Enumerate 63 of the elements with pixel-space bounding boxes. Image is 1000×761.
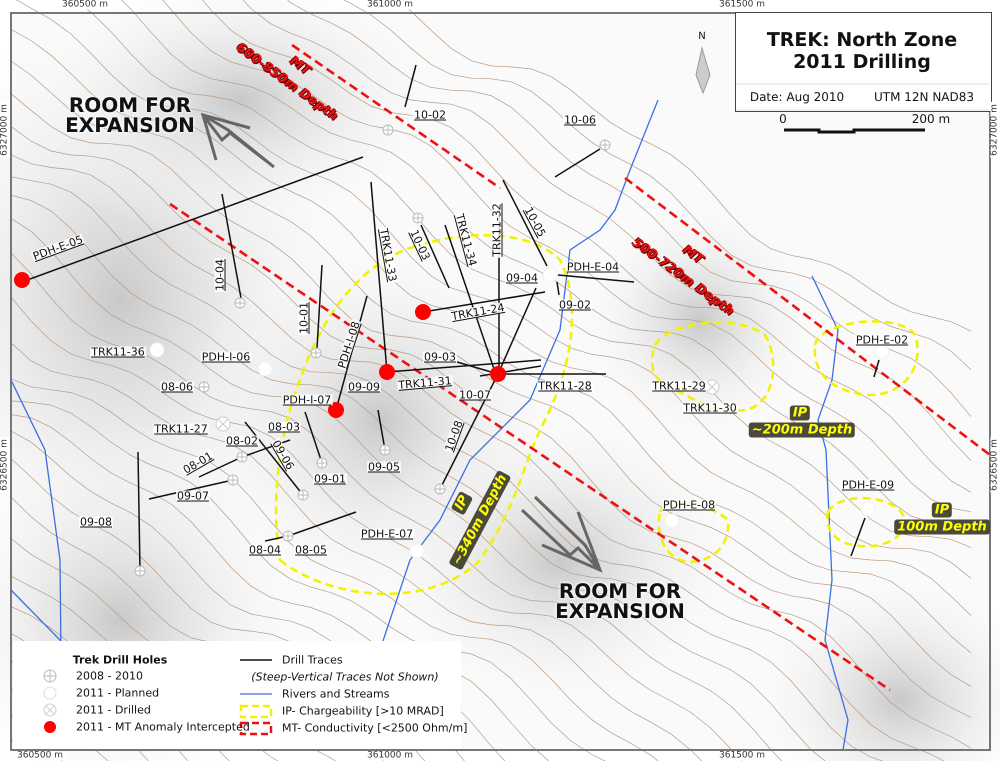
legend-text: IP- Chargeability [>10 MRAD]	[282, 704, 444, 718]
hole-label: 10-06	[563, 114, 597, 126]
hole-label: 09-08	[79, 516, 113, 528]
legend-text: Drill Traces	[282, 654, 343, 666]
zone-label: IP	[790, 406, 810, 420]
hole-label: 09-05	[367, 462, 401, 472]
legend-note: (Steep-Vertical Traces Not Shown)	[251, 672, 439, 682]
zone-label: 100m Depth	[894, 520, 990, 534]
hole-label: 08-04	[248, 544, 282, 556]
legend-text: Rivers and Streams	[282, 688, 390, 700]
expansion-label: ROOM FOR EXPANSION	[64, 95, 196, 135]
hole-label: PDH-I-07	[282, 394, 332, 406]
hole-label: TRK11-30	[682, 402, 738, 414]
legend-heading: Trek Drill Holes	[72, 654, 168, 666]
legend-text: MT- Conductivity [<2500 Ohm/m]	[282, 722, 468, 734]
hole-label: TRK11-27	[153, 424, 209, 434]
coordinate-label: 6327000 m	[990, 102, 1000, 158]
hole-label: 09-04	[505, 272, 539, 284]
legend-text: 2011 - Planned	[76, 686, 160, 700]
hole-label: PDH-I-06	[200, 352, 252, 362]
coordinate-label: 6326500 m	[0, 437, 10, 493]
zone-label: IP	[932, 502, 952, 518]
coordinate-label: 361000 m	[365, 752, 415, 760]
hole-label: PDH-E-07	[360, 528, 414, 540]
hole-label: 09-03	[423, 352, 457, 362]
legend-text: 2011 - Drilled	[76, 704, 151, 716]
coordinate-label: 6326500 m	[990, 437, 1000, 493]
hole-label: PDH-E-04	[566, 262, 620, 272]
hole-label: 09-07	[176, 490, 210, 502]
coordinate-label: 361000 m	[365, 0, 415, 10]
map-title: TREK: North Zone 2011 Drilling	[766, 30, 958, 74]
hole-label: TRK11-28	[537, 380, 593, 392]
hole-label: 10-01	[298, 301, 310, 335]
hole-label: 10-07	[458, 390, 492, 400]
hole-label: TRK11-29	[651, 380, 707, 392]
north-label: N	[698, 32, 706, 42]
hole-label: 08-03	[267, 422, 301, 432]
hole-label: 09-02	[558, 300, 592, 310]
hole-label: 08-05	[294, 544, 328, 556]
coordinate-label: 360500 m	[15, 752, 65, 760]
scale-label: 0	[779, 113, 787, 125]
hole-label: 09-09	[347, 382, 381, 392]
legend-text: 2008 - 2010	[76, 670, 143, 682]
date-text: Date: Aug 2010	[750, 91, 844, 103]
hole-label: PDH-E-02	[854, 334, 910, 346]
coordinate-label: 360500 m	[60, 0, 110, 10]
hole-label: PDH-E-08	[662, 500, 716, 510]
hole-label: 09-01	[313, 474, 347, 484]
hole-label: TRK11-36	[90, 346, 146, 358]
hole-label: PDH-E-09	[840, 480, 896, 490]
hole-label: 10-02	[413, 110, 447, 120]
hole-label: 08-02	[225, 436, 259, 446]
hole-label: 10-04	[214, 258, 226, 292]
hole-label: TRK11-32	[492, 202, 502, 258]
projection-text: UTM 12N NAD83	[874, 91, 974, 103]
expansion-label: ROOM FOR EXPANSION	[554, 581, 686, 621]
zone-label: ~200m Depth	[748, 422, 856, 438]
hole-label: 08-06	[160, 382, 194, 392]
coordinate-label: 6327000 m	[0, 102, 10, 158]
coordinate-label: 361500 m	[717, 752, 767, 760]
scale-label: 200 m	[912, 113, 950, 125]
coordinate-label: 361500 m	[717, 0, 767, 10]
legend-text: 2011 - MT Anomaly Intercepted	[76, 720, 250, 734]
